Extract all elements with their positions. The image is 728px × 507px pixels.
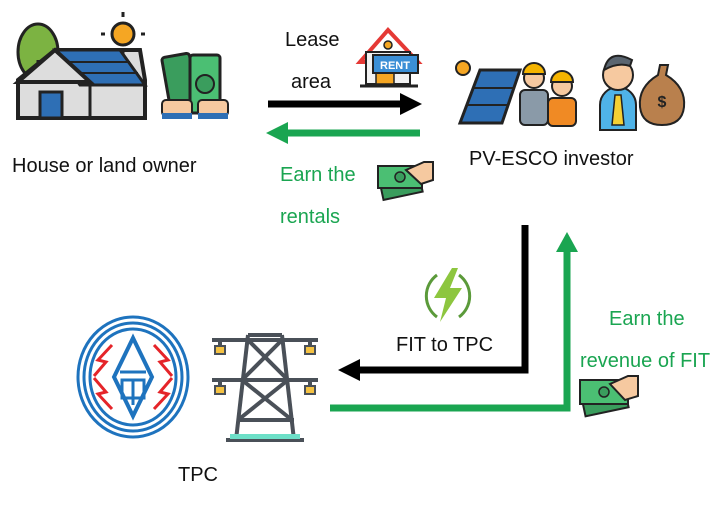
owner-label: House or land owner [12,155,197,177]
tpc-logo [76,315,190,439]
revenue-label-line1: Earn the [609,308,685,330]
cash-hand-icon-rentals [377,161,434,202]
solar-panel-icon [455,60,523,125]
energy-bolt-icon [424,268,472,322]
money-bag-icon [638,64,686,127]
cash-hand-icon-fit [579,375,639,418]
tower-insulators [214,345,316,395]
rentals-label-line2: rentals [280,206,341,228]
fit-label: FIT to TPC [396,334,494,356]
rentals-arrow [266,122,420,144]
rent-house-icon: RENT [355,27,423,88]
lease-arrow [268,93,422,115]
lease-label-line2: area [291,71,332,93]
investor-label: PV-ESCO investor [469,148,634,170]
svg-text:$: $ [658,94,667,111]
fit-revenue-arrow [330,232,578,412]
investor-icon: $ [599,54,686,131]
tpc-label: TPC [178,464,218,486]
transmission-tower-icon [212,333,318,442]
sun-icon [101,12,145,55]
money-in-hands-icon [160,51,229,119]
engineers-icon [519,62,577,127]
lease-label-line1: Lease [285,29,340,51]
fit-to-tpc-arrow [338,225,529,381]
tower-base [230,434,300,439]
rentals-label-line1: Earn the [280,164,356,186]
rent-sign-text: RENT [380,60,410,72]
revenue-label-line2: revenue of FIT [580,350,711,372]
house-solar-icon [12,22,148,120]
